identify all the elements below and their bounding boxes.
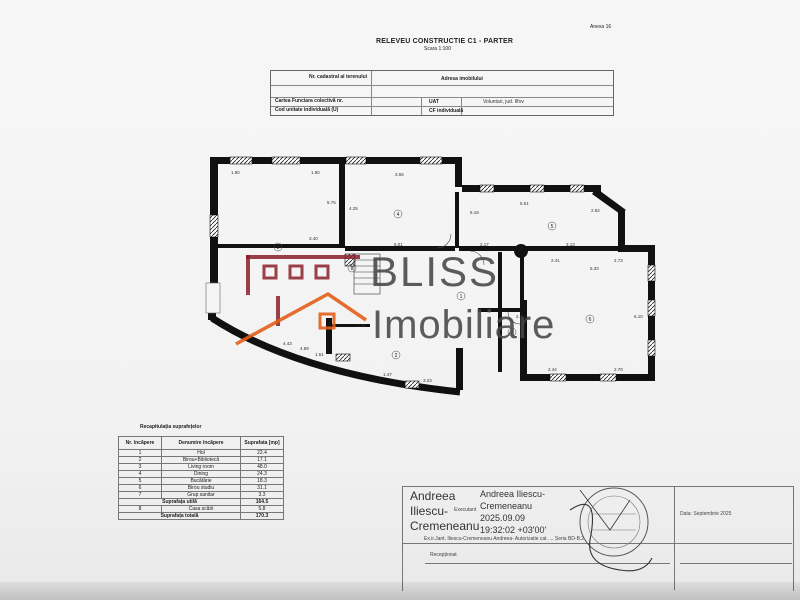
room-numbers: 1 2 3 4 5 6 7 8 <box>273 209 595 360</box>
svg-text:2.17: 2.17 <box>480 242 489 247</box>
svg-text:1.80: 1.80 <box>311 170 320 175</box>
signature-name-line-3: Cremeneanu <box>410 519 480 533</box>
svg-text:4.43: 4.43 <box>283 341 292 346</box>
svg-text:1.51: 1.51 <box>315 352 324 357</box>
door-swings <box>436 233 521 325</box>
svg-text:1.47: 1.47 <box>383 372 392 377</box>
uat-value: Voluntari, jud. Ilfov <box>483 99 524 105</box>
svg-text:3.40: 3.40 <box>309 236 318 241</box>
room-number-8: 8 <box>351 266 354 272</box>
curved-wall <box>210 315 461 396</box>
watermark-text-top: BLISS <box>370 248 500 295</box>
recap-title: Recapitulația suprafețelor <box>140 424 202 430</box>
digital-signature-line-1: Andreea Iliescu- <box>480 489 546 499</box>
cadastral-label: Nr. cadastral al terenului <box>309 74 368 80</box>
svg-text:3.55: 3.55 <box>395 172 404 177</box>
plan-windows <box>209 156 656 389</box>
svg-text:6.18: 6.18 <box>470 210 479 215</box>
svg-text:5.75: 5.75 <box>327 200 336 205</box>
property-info-table: Nr. cadastral al terenului Adresa imobil… <box>270 70 614 116</box>
svg-text:4.89: 4.89 <box>300 346 309 351</box>
signature-block <box>402 486 794 591</box>
svg-text:2.82: 2.82 <box>591 208 600 213</box>
room-number-6: 6 <box>589 317 592 323</box>
digital-signature-time: 19:32:02 +03'00' <box>480 525 547 535</box>
executant-label: Executant <box>454 507 477 513</box>
address-label: Adresa imobilului <box>441 76 483 82</box>
room-number-2: 2 <box>395 353 398 359</box>
svg-text:5.01: 5.01 <box>394 242 403 247</box>
room-number-1: 1 <box>460 294 463 300</box>
authorization-line: Ex.ir.Jant. Iliescu-Cremeneanu Andreea- … <box>424 536 586 542</box>
svg-text:6.10: 6.10 <box>634 314 643 319</box>
svg-text:1.40: 1.40 <box>357 323 366 328</box>
authorization-stamp-icon <box>569 487 653 572</box>
document-title: RELEVEU CONSTRUCTIE C1 - PARTER <box>376 38 514 45</box>
svg-text:5.51: 5.51 <box>520 201 529 206</box>
area-summary-table: Nr. încăpere Denumire încăpere Suprafata… <box>118 436 284 520</box>
svg-text:2.44: 2.44 <box>548 367 557 372</box>
signature-name-line-1: Andreea <box>410 489 456 503</box>
individual-unit-label: Cod unitate individuală (U) <box>275 107 339 113</box>
table-header-row: Nr. încăpere Denumire încăpere Suprafata… <box>118 436 284 450</box>
cf-label: CF individuală <box>429 108 464 114</box>
room-number-7: 7 <box>511 330 514 336</box>
signature-name-line-2: Iliescu- <box>410 504 449 518</box>
room-number-4: 4 <box>397 212 400 218</box>
watermark-text-bottom: Imobiliare <box>372 303 556 347</box>
staircase <box>353 253 381 295</box>
received-label: Recepționat <box>430 552 457 558</box>
svg-text:1.80: 1.80 <box>231 170 240 175</box>
svg-text:2.73: 2.73 <box>614 258 623 263</box>
svg-text:2.35: 2.35 <box>516 314 525 319</box>
uat-label: UAT <box>429 99 439 105</box>
svg-text:2.70: 2.70 <box>614 367 623 372</box>
svg-text:4.25: 4.25 <box>349 206 358 211</box>
svg-text:5.33: 5.33 <box>590 266 599 271</box>
watermark-logo-icon <box>235 255 367 346</box>
room-number-5: 5 <box>551 224 554 230</box>
annex-label: Anexa 16 <box>590 24 612 30</box>
digital-signature-line-2: Cremeneanu <box>480 501 533 511</box>
dimension-labels: 1.80 1.80 5.75 3.55 4.25 3.40 5.01 6.18 … <box>231 170 643 383</box>
date-label: Data: Septembrie 2025 <box>680 511 732 517</box>
svg-text:3.13: 3.13 <box>566 242 575 247</box>
scale-label: Scara 1:100 <box>424 46 451 52</box>
svg-text:2.41: 2.41 <box>551 258 560 263</box>
svg-text:3.23: 3.23 <box>423 378 432 383</box>
room-number-3: 3 <box>277 245 280 251</box>
digital-signature-date: 2025.09.09 <box>480 513 526 523</box>
land-book-label: Cartea Funciara colectivă nr. <box>275 98 344 104</box>
